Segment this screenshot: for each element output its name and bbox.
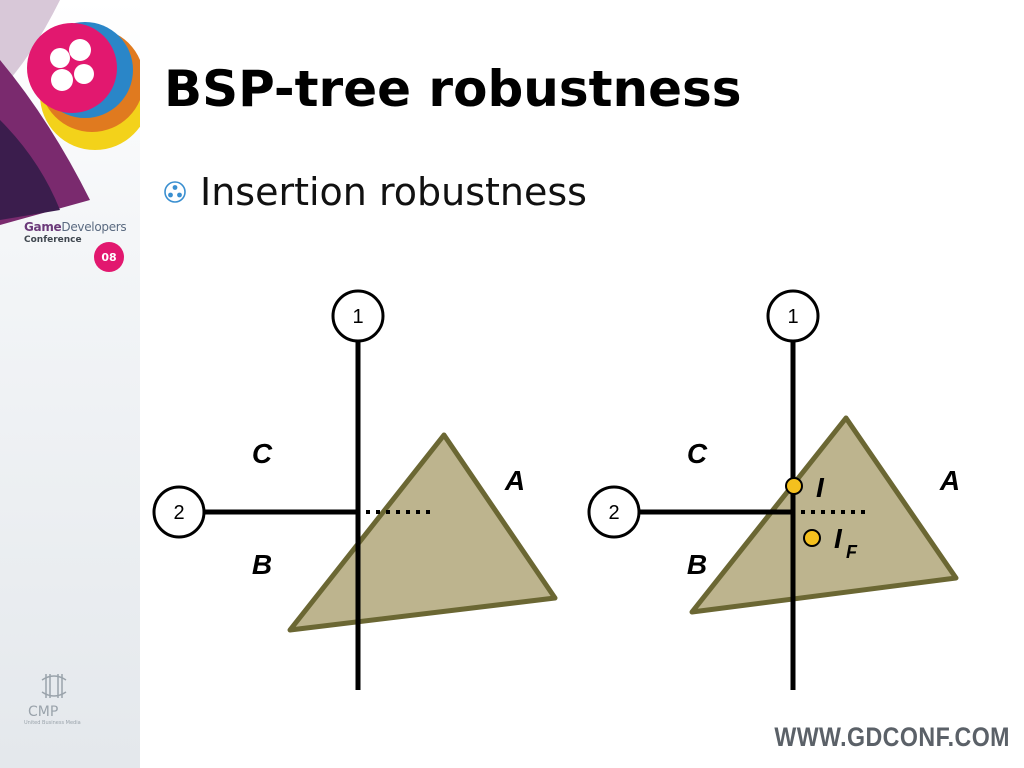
- region-a-left: A: [504, 465, 525, 496]
- gdc-logo-word1: Game: [24, 220, 62, 234]
- bullet-item: Insertion robustness: [164, 170, 587, 214]
- node-2-left: 2: [152, 485, 206, 539]
- gdc-flower-art: [0, 0, 140, 225]
- bullet-icon: [164, 181, 186, 203]
- bsp-diagram-left: 1 2 C A B: [152, 289, 558, 690]
- region-a-right: A: [939, 465, 960, 496]
- gdc-logo: GameDevelopers Conference 08: [24, 220, 140, 272]
- bsp-diagram-right: 1 2 C A B I I F: [587, 289, 960, 690]
- gdc-logo-line2: Conference: [24, 235, 82, 245]
- node-1-left-label: 1: [352, 306, 363, 328]
- sidebar: GameDevelopers Conference 08 CMP United …: [0, 0, 140, 768]
- region-b-left: B: [252, 549, 272, 580]
- point-if-label: I: [834, 523, 843, 554]
- slide-title: BSP-tree robustness: [164, 60, 742, 118]
- node-2-right-label: 2: [608, 502, 619, 524]
- gdc-logo-word2: Developers: [61, 220, 127, 234]
- bullet-text: Insertion robustness: [200, 170, 587, 214]
- node-1-left: 1: [331, 289, 385, 343]
- cmp-name: CMP: [28, 704, 59, 720]
- cmp-emblem-icon: [41, 674, 67, 698]
- point-i-label: I: [816, 472, 825, 503]
- footer-url[interactable]: WWW.GDCONF.COM: [774, 722, 1010, 752]
- gdc-logo-badge: 08: [94, 242, 124, 272]
- intersection-point-if: [803, 529, 821, 547]
- point-if-subscript: F: [846, 542, 858, 562]
- region-b-right: B: [687, 549, 707, 580]
- node-2-right: 2: [587, 485, 641, 539]
- cmp-logo: CMP United Business Media: [24, 672, 114, 726]
- triangle-right: [689, 415, 959, 615]
- intersection-point-i: [785, 477, 803, 495]
- cmp-tagline: United Business Media: [24, 720, 81, 726]
- node-2-left-label: 2: [173, 502, 184, 524]
- region-c-left: C: [252, 438, 273, 469]
- node-1-right-label: 1: [787, 306, 798, 328]
- node-1-right: 1: [766, 289, 820, 343]
- region-c-right: C: [687, 438, 708, 469]
